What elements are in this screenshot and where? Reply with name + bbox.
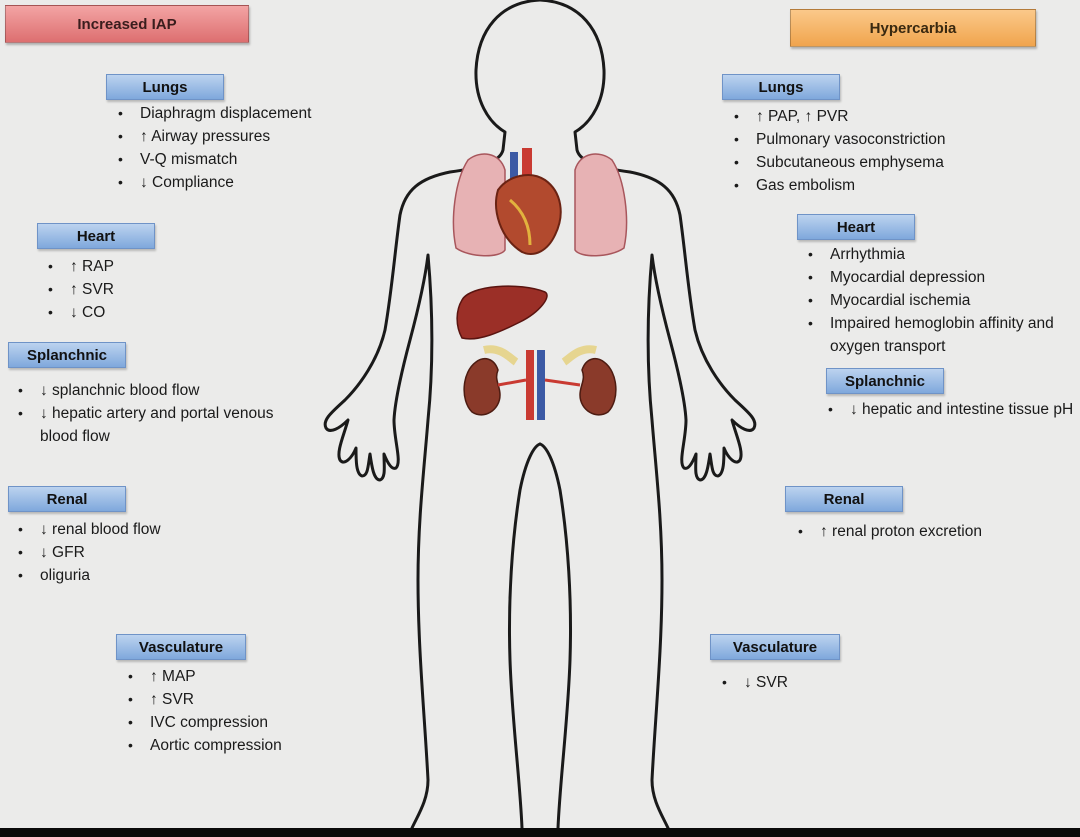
list-item: ↓ renal blood flow bbox=[18, 518, 161, 541]
list-item: Pulmonary vasoconstriction bbox=[734, 128, 945, 151]
right-vasculature-label: Vasculature bbox=[710, 634, 840, 660]
list-item: ↓ splanchnic blood flow bbox=[18, 379, 280, 402]
list-item: ↑ Airway pressures bbox=[118, 125, 311, 148]
right-lungs-label: Lungs bbox=[722, 74, 840, 100]
list-item: Arrhythmia bbox=[808, 243, 1075, 266]
list-item: Aortic compression bbox=[128, 734, 282, 757]
heart-organ bbox=[495, 148, 562, 255]
left-vasculature-label: Vasculature bbox=[116, 634, 246, 660]
left-heart-label: Heart bbox=[37, 223, 155, 249]
list-item: ↓ SVR bbox=[722, 671, 788, 694]
list-item: ↑ MAP bbox=[128, 665, 282, 688]
list-item: IVC compression bbox=[128, 711, 282, 734]
list-item: ↓ hepatic and intestine tissue pH bbox=[828, 398, 1078, 421]
left-splanchnic-label: Splanchnic bbox=[8, 342, 126, 368]
list-item: ↓ Compliance bbox=[118, 171, 311, 194]
list-item: Myocardial ischemia bbox=[808, 289, 1075, 312]
left-renal-label: Renal bbox=[8, 486, 126, 512]
list-item: ↓ hepatic artery and portal venous blood… bbox=[18, 402, 280, 448]
lungs-organ bbox=[452, 153, 628, 257]
right-vasculature-list: ↓ SVR bbox=[722, 671, 788, 694]
list-item: ↑ RAP bbox=[48, 255, 114, 278]
left-splanchnic-list: ↓ splanchnic blood flow ↓ hepatic artery… bbox=[18, 379, 280, 448]
list-item: Diaphragm displacement bbox=[118, 102, 312, 125]
left-vasculature-list: ↑ MAP ↑ SVR IVC compression Aortic compr… bbox=[128, 665, 282, 757]
list-item: ↑ SVR bbox=[128, 688, 282, 711]
list-item: Gas embolism bbox=[734, 174, 946, 197]
body-outline bbox=[323, 0, 757, 830]
list-item: ↓ CO bbox=[48, 301, 114, 324]
right-heart-label: Heart bbox=[797, 214, 915, 240]
right-heart-list: Arrhythmia Myocardial depression Myocard… bbox=[808, 243, 1075, 358]
left-renal-list: ↓ renal blood flow ↓ GFR oliguria bbox=[18, 518, 161, 587]
list-item: Impaired hemoglobin affinity and oxygen … bbox=[808, 312, 1075, 358]
list-item: ↓ GFR bbox=[18, 541, 161, 564]
left-lungs-list: Diaphragm displacement ↑ Airway pressure… bbox=[118, 102, 312, 194]
list-item: ↑ SVR bbox=[48, 278, 114, 301]
list-item: V-Q mismatch bbox=[118, 148, 311, 171]
liver-organ bbox=[456, 285, 548, 340]
right-renal-list: ↑ renal proton excretion bbox=[798, 520, 982, 543]
hypercarbia-header: Hypercarbia bbox=[790, 9, 1036, 47]
list-item: Subcutaneous emphysema bbox=[734, 151, 946, 174]
list-item: Myocardial depression bbox=[808, 266, 1075, 289]
left-lungs-label: Lungs bbox=[106, 74, 224, 100]
right-lungs-list: ↑ PAP, ↑ PVR Pulmonary vasoconstriction … bbox=[734, 105, 946, 197]
increased-iap-header: Increased IAP bbox=[5, 5, 249, 43]
right-renal-label: Renal bbox=[785, 486, 903, 512]
list-item: oliguria bbox=[18, 564, 161, 587]
right-splanchnic-label: Splanchnic bbox=[826, 368, 944, 394]
right-splanchnic-list: ↓ hepatic and intestine tissue pH bbox=[828, 398, 1078, 421]
list-item: ↑ renal proton excretion bbox=[798, 520, 982, 543]
list-item: ↑ PAP, ↑ PVR bbox=[734, 105, 946, 128]
kidneys-organ bbox=[463, 345, 617, 420]
left-heart-list: ↑ RAP ↑ SVR ↓ CO bbox=[48, 255, 114, 324]
bottom-bar bbox=[0, 828, 1080, 837]
